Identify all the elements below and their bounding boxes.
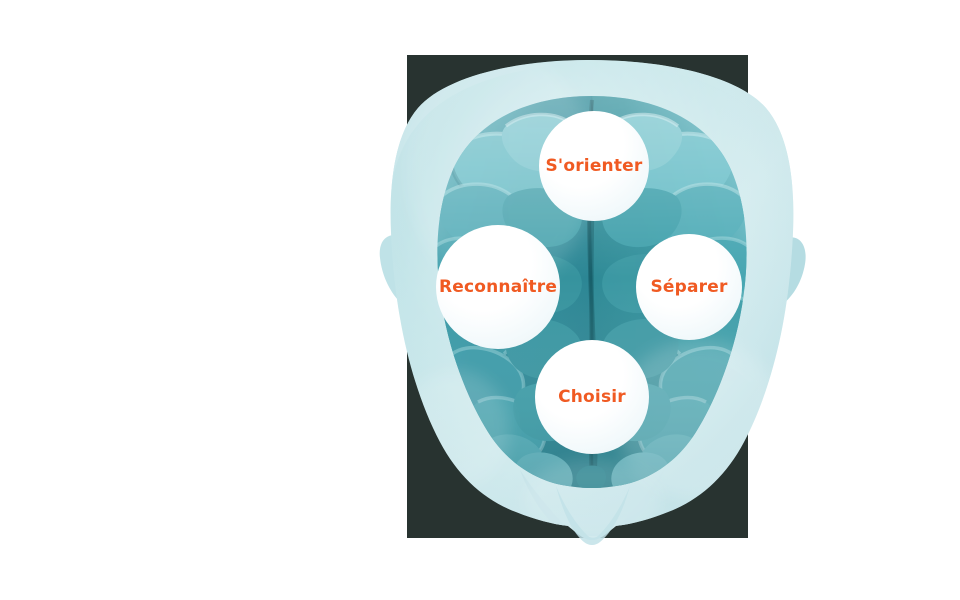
hotspot-separer[interactable]: Séparer — [636, 234, 742, 340]
skin-overlay — [390, 60, 794, 540]
hotspot-orienter-label: S'orienter — [545, 155, 643, 176]
hotspot-orienter[interactable]: S'orienter — [539, 111, 649, 221]
hotspot-reconnaitre[interactable]: Reconnaître — [436, 225, 560, 349]
hotspot-separer-label: Séparer — [650, 276, 728, 297]
chin-shape — [556, 486, 630, 545]
hotspot-choisir[interactable]: Choisir — [535, 340, 649, 454]
hotspot-reconnaitre-label: Reconnaître — [438, 276, 558, 297]
hotspot-choisir-label: Choisir — [558, 386, 626, 407]
